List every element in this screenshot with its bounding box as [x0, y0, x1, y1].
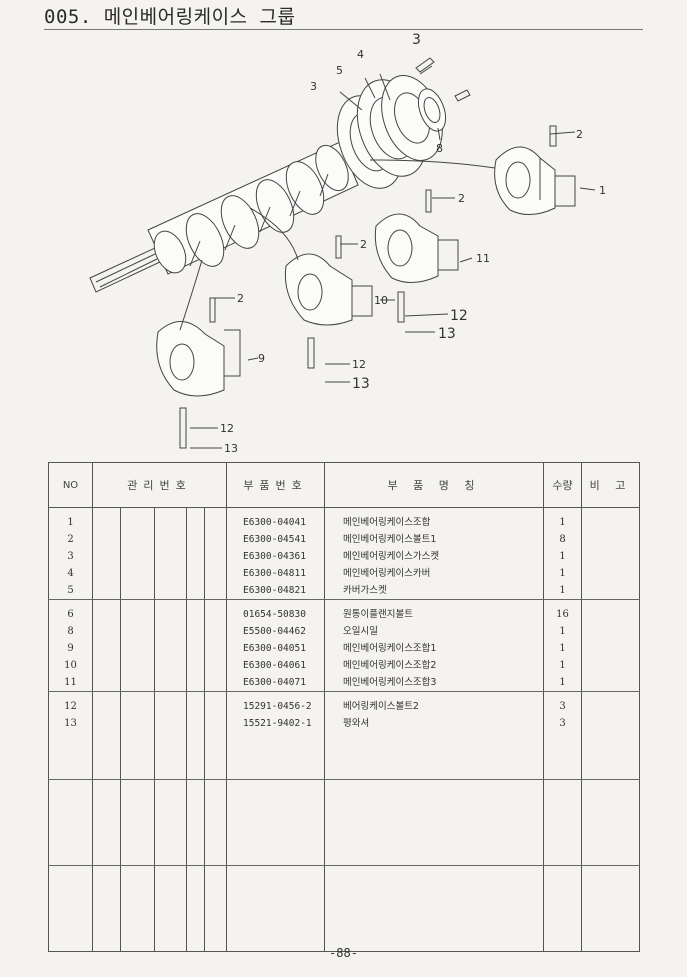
row-part-name: 평와셔 [343, 718, 370, 729]
bearing-case-lower [156, 259, 241, 449]
row-no: 4 [67, 568, 74, 579]
title-rule [44, 29, 643, 30]
row-part-number: E6300-04821 [243, 585, 306, 596]
row-part-number: E5500-04462 [243, 626, 306, 637]
row-quantity: 1 [559, 660, 566, 671]
diagram-svg: 3 4 5 3 8 2 1 2 11 2 10 12 13 2 9 12 13 … [89, 32, 606, 455]
callout-4: 4 [357, 48, 364, 61]
row-part-number: E6300-04051 [243, 643, 306, 654]
callout-3: 3 [412, 32, 421, 48]
row-part-name: 메인베어링케이스카버 [343, 568, 431, 579]
case-cover-group [336, 57, 471, 189]
row-part-number: E6300-04071 [243, 677, 306, 688]
callout-3-gasket: 3 [310, 80, 317, 93]
callout-13-case2: 13 [352, 376, 370, 392]
page-number: -88- [329, 946, 358, 960]
row-part-number: E6300-04811 [243, 568, 306, 579]
row-part-number: E6300-04041 [243, 517, 306, 528]
row-quantity: 16 [556, 609, 569, 620]
row-part-name: 베어링케이스볼트2 [343, 701, 419, 712]
callout-2-case2: 2 [360, 238, 367, 251]
callout-9: 9 [258, 352, 265, 365]
row-part-name: 원통이플랜지볼트 [343, 609, 413, 620]
crankshaft-drawing [89, 141, 359, 293]
callout-1: 1 [599, 184, 606, 197]
table-row-empty [48, 865, 641, 952]
row-no: 11 [64, 677, 77, 688]
callout-12-lower: 12 [220, 422, 234, 435]
callout-12-case2: 12 [352, 358, 366, 371]
row-quantity: 1 [559, 626, 566, 637]
row-part-number: 15521-9402-1 [243, 718, 312, 729]
table-row-empty [48, 779, 641, 866]
callout-2-case3: 2 [458, 192, 465, 205]
row-quantity: 1 [559, 585, 566, 596]
row-no: 8 [67, 626, 74, 637]
header-no: NO [48, 462, 93, 508]
row-part-name: 메인베어링케이스조합3 [343, 677, 437, 688]
row-part-number: 15291-0456-2 [243, 701, 312, 712]
header-quantity: 수량 [543, 462, 583, 508]
row-no: 12 [64, 701, 77, 712]
row-quantity: 8 [559, 534, 566, 545]
page-title: 005. 메인베어링케이스 그룹 [44, 6, 296, 28]
table-header-row: NO 관리번호 부품번호 부 품 명 칭 수량 비 고 [48, 462, 641, 508]
header-part-number: 부품번호 [226, 462, 326, 508]
row-part-name: 메인베어링케이스조합 [343, 517, 431, 528]
row-part-number: 01654-50830 [243, 609, 306, 620]
row-no: 10 [64, 660, 77, 671]
row-part-name: 오일시일 [343, 626, 378, 637]
row-part-number: E6300-04061 [243, 660, 306, 671]
header-remarks: 비 고 [581, 462, 641, 508]
callout-8: 8 [436, 142, 443, 155]
callout-5: 5 [336, 64, 343, 77]
row-no: 1 [67, 517, 74, 528]
row-part-number: E6300-04361 [243, 551, 306, 562]
row-no: 6 [67, 609, 74, 620]
row-no: 13 [64, 718, 77, 729]
row-part-name: 메인베어링케이스가스켓 [343, 551, 440, 562]
table-row-group-2: 6 8 9 10 11 01654-50830 E5500-04462 E630… [48, 599, 641, 692]
row-part-name: 메인베어링케이스조합2 [343, 660, 437, 671]
exploded-parts-diagram: 3 4 5 3 8 2 1 2 11 2 10 12 13 2 9 12 13 … [40, 30, 650, 460]
bearing-case-1 [369, 125, 576, 215]
header-part-name: 부 품 명 칭 [324, 462, 545, 508]
leader-lines [190, 65, 596, 449]
table-row-group-3: 12 13 15291-0456-2 15521-9402-1 베어링케이스볼트… [48, 691, 641, 780]
row-quantity: 1 [559, 517, 566, 528]
row-part-name: 카버가스켓 [343, 585, 387, 596]
row-part-name: 메인베어링케이스볼트1 [343, 534, 437, 545]
row-quantity: 3 [559, 701, 566, 712]
row-quantity: 1 [559, 568, 566, 579]
parts-table: NO 관리번호 부품번호 부 품 명 칭 수량 비 고 1 2 3 4 5 E6… [48, 462, 641, 952]
callout-2-top: 2 [576, 128, 583, 141]
bearing-case-2 [249, 207, 373, 369]
row-quantity: 1 [559, 677, 566, 688]
row-no: 9 [67, 643, 74, 654]
callout-13-lower: 13 [224, 442, 238, 455]
callout-13-case3: 13 [438, 326, 456, 342]
row-no: 2 [67, 534, 74, 545]
callout-11: 11 [476, 252, 490, 265]
row-no: 5 [67, 585, 74, 596]
callout-2-lower: 2 [237, 292, 244, 305]
row-quantity: 3 [559, 718, 566, 729]
callout-12-case3: 12 [450, 308, 468, 324]
callout-10: 10 [374, 294, 388, 307]
row-quantity: 1 [559, 551, 566, 562]
row-no: 3 [67, 551, 74, 562]
row-part-name: 메인베어링케이스조합1 [343, 643, 437, 654]
row-quantity: 1 [559, 643, 566, 654]
row-part-number: E6300-04541 [243, 534, 306, 545]
table-row-group-1: 1 2 3 4 5 E6300-04041 E6300-04541 E6300-… [48, 507, 641, 600]
header-mgmt-number: 관리번호 [91, 462, 228, 508]
bearing-case-3 [374, 189, 459, 323]
